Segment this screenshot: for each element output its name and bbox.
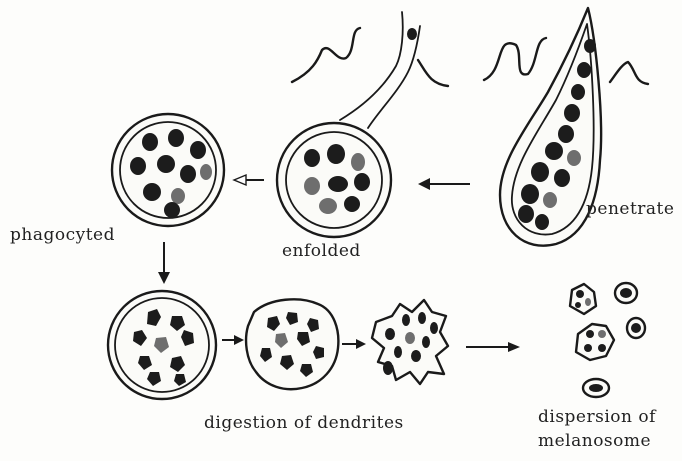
label-dispersion-of: dispersion of <box>538 407 657 427</box>
stage-phagosome-digest-3 <box>372 300 448 384</box>
melanosome-in-stalk <box>407 28 417 40</box>
label-enfolded: enfolded <box>282 241 361 261</box>
melanosome <box>402 314 410 326</box>
melanosome <box>584 344 592 352</box>
melanosome <box>586 330 594 338</box>
melanosome <box>598 344 606 352</box>
arrow-digest-1-to-2 <box>222 335 244 345</box>
dendrite-stalk-outer-left <box>340 12 403 120</box>
melanosome <box>571 84 585 100</box>
melanosome <box>545 142 563 160</box>
melanosome <box>385 328 395 340</box>
melanosome <box>518 205 534 223</box>
label-penetrate: penetrate <box>586 199 674 219</box>
dispersed-cluster-4 <box>627 318 645 338</box>
melanosome <box>620 288 632 298</box>
melanosome <box>411 350 421 362</box>
melanosome <box>576 290 584 298</box>
stage-phagosome-digest-1 <box>108 291 216 399</box>
melanosome <box>394 346 402 358</box>
melanosome <box>200 164 212 180</box>
melanosome <box>558 125 574 143</box>
melanosome <box>585 298 591 306</box>
dispersed-vesicle <box>570 284 596 314</box>
melanosome <box>143 183 161 201</box>
melanosome <box>584 39 596 53</box>
stage-enfolded <box>277 12 448 237</box>
label-melanosome: melanosome <box>538 431 651 451</box>
stage-phagocyted <box>112 114 224 226</box>
dispersed-vesicle <box>576 324 614 360</box>
stage-phagosome-digest-2 <box>246 299 338 389</box>
membrane-fold-right-edge <box>610 62 648 84</box>
dispersed-cluster-1 <box>570 284 596 314</box>
stage-dispersion <box>570 283 645 397</box>
arrow-phagocyted-down <box>158 242 170 284</box>
dendrite-stalk-outer-right <box>368 26 420 128</box>
melanosome <box>180 165 196 183</box>
melanosome <box>589 384 603 392</box>
membrane-fold-right <box>484 38 546 80</box>
melanosome <box>575 302 581 308</box>
melanosome <box>319 198 337 214</box>
melanosome <box>142 133 158 151</box>
arrow-digest-2-to-3 <box>342 339 366 349</box>
melanosome <box>554 169 570 187</box>
melanosome <box>631 323 641 333</box>
melanosome <box>535 214 549 230</box>
melanosome <box>567 150 581 166</box>
melanosome <box>351 153 365 171</box>
dispersed-cluster-2 <box>615 283 637 303</box>
label-digestion-of-dendrites: digestion of dendrites <box>204 413 404 433</box>
melanosome <box>164 202 180 218</box>
melanosome <box>304 177 320 195</box>
melanosome <box>354 173 370 191</box>
melanosome <box>157 155 175 173</box>
melanosome <box>422 336 430 348</box>
membrane-fold-left-edge <box>418 60 448 86</box>
melanosome <box>598 330 606 338</box>
melanosome <box>531 162 549 182</box>
dispersed-cluster-3 <box>576 324 614 360</box>
dispersed-cluster-5 <box>583 379 609 397</box>
melanosome <box>168 129 184 147</box>
melanosome <box>327 144 345 164</box>
melanosome <box>418 312 426 324</box>
melanosome <box>543 192 557 208</box>
membrane-fold-left <box>292 28 360 82</box>
label-phagocyted: phagocyted <box>10 225 115 245</box>
melanosome <box>564 104 580 122</box>
arrow-digest-to-dispersion <box>466 342 520 352</box>
arrow-penetrate-to-enfolded <box>418 178 470 190</box>
melanosome <box>405 332 415 344</box>
melanosome <box>383 361 393 375</box>
melanosome <box>328 176 348 192</box>
melanosome <box>521 184 539 204</box>
melanosome <box>344 196 360 212</box>
melanosome <box>304 149 320 167</box>
melanosome <box>430 322 438 334</box>
melanosome <box>171 188 185 204</box>
arrow-enfolded-to-phagocyted <box>234 175 264 185</box>
melanosome <box>130 157 146 175</box>
melanosome <box>577 62 591 78</box>
melanosome <box>190 141 206 159</box>
